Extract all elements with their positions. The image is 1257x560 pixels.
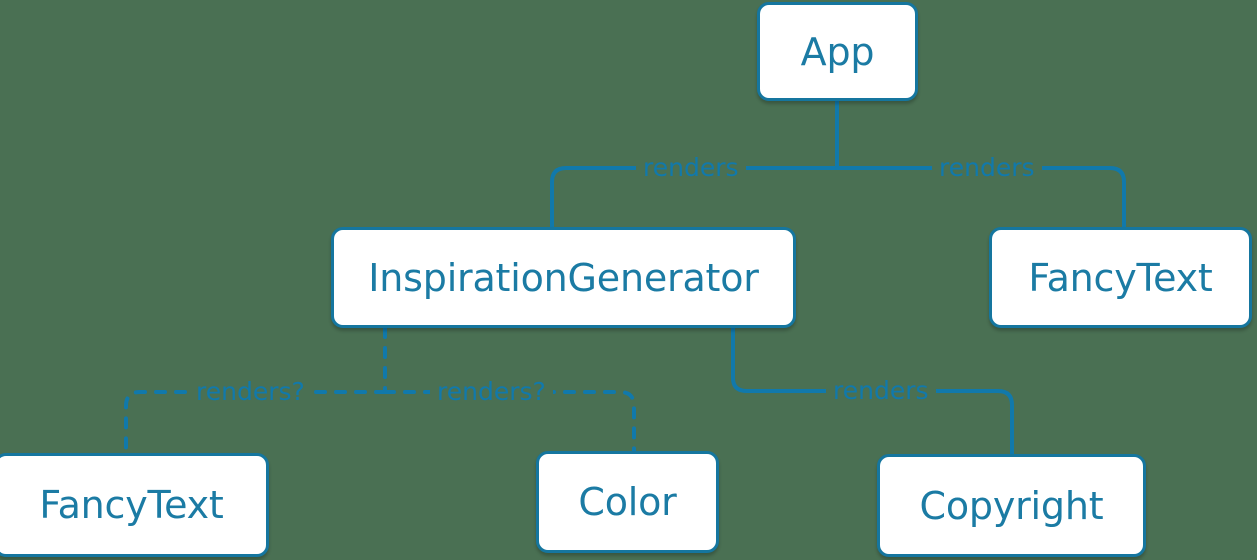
edge-label-ig-color: renders? (430, 379, 553, 404)
node-inspiration-generator[interactable]: InspirationGenerator (331, 227, 796, 328)
node-color[interactable]: Color (536, 451, 719, 553)
edge-app-inspiration (550, 166, 839, 229)
node-color-label: Color (578, 480, 677, 524)
node-app-label: App (800, 29, 875, 74)
node-fancytext-bottom-label: FancyText (39, 483, 224, 527)
node-app[interactable]: App (757, 2, 918, 101)
edge-label-app-fancytext: renders (932, 155, 1042, 180)
edge-ig-color (383, 390, 636, 453)
node-fancytext-bottom[interactable]: FancyText (0, 453, 269, 557)
node-fancytext-top-label: FancyText (1028, 255, 1213, 300)
node-fancytext-top[interactable]: FancyText (989, 227, 1252, 328)
edge-app-fancytext (835, 166, 1126, 229)
node-inspiration-generator-label: InspirationGenerator (368, 255, 759, 300)
node-copyright[interactable]: Copyright (877, 454, 1146, 557)
edge-label-ig-fancytext: renders? (189, 379, 312, 404)
node-copyright-label: Copyright (919, 483, 1104, 528)
edge-label-app-inspiration: renders (636, 155, 746, 180)
edge-ig-fancytext (124, 390, 387, 455)
edge-label-ig-copyright: renders (826, 378, 936, 403)
